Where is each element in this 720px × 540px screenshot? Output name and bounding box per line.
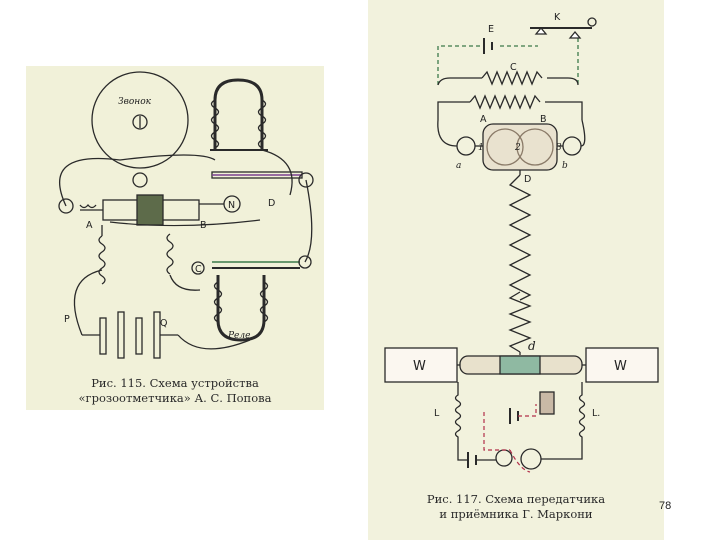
marconi-figure-panel	[368, 0, 664, 540]
label-b: b	[562, 161, 568, 171]
label-W-left: W	[413, 359, 426, 374]
label-L-left: L	[434, 408, 440, 419]
label-C: C	[195, 264, 202, 275]
label-a: a	[456, 161, 461, 171]
bell-button	[132, 114, 148, 130]
coil-L-left	[454, 382, 462, 450]
terminal-C	[191, 261, 205, 275]
W-left-box	[384, 347, 458, 383]
secondary-coil	[469, 94, 541, 110]
coil-A	[98, 235, 106, 285]
label-D: D	[268, 198, 275, 209]
label-B: B	[200, 220, 207, 231]
upper-magnet-core	[213, 78, 264, 150]
left-caption-line1: Рис. 115. Схема устройства	[91, 376, 259, 390]
label-1: 1	[478, 143, 484, 153]
popov-figure-panel	[26, 66, 324, 410]
label-E: E	[488, 24, 494, 35]
right-caption-line2: и приёмника Г. Маркони	[439, 507, 593, 521]
label-Q: Q	[160, 318, 167, 329]
label-3: 3	[556, 143, 562, 153]
coil-C	[481, 70, 543, 86]
label-L-right: L.	[592, 408, 600, 419]
right-caption-line1: Рис. 117. Схема передатчика	[426, 492, 606, 506]
antenna-d	[508, 291, 532, 353]
antenna-D	[508, 174, 532, 301]
left-caption: Рис. 115. Схема устройства «грозоотметчи…	[26, 376, 324, 406]
coil-B	[166, 233, 174, 275]
label-P: P	[64, 314, 70, 325]
coil-L-right	[578, 382, 586, 450]
relay-magnet-core	[216, 275, 266, 342]
relay-label: Реле	[227, 331, 250, 341]
bell-label: Звонок	[118, 97, 152, 107]
label-B-right: B	[540, 114, 547, 125]
label-A: A	[86, 220, 93, 231]
label-A-right: A	[480, 114, 487, 125]
label-W-right: W	[614, 359, 627, 374]
label-2: 2	[514, 143, 521, 153]
battery-cell	[99, 317, 107, 355]
label-C-right: C	[510, 62, 517, 73]
tapper	[539, 391, 555, 415]
label-N: N	[228, 200, 235, 211]
label-D-right: D	[524, 174, 531, 185]
label-K: K	[554, 12, 561, 23]
slide-number: 78	[659, 500, 672, 512]
right-caption: Рис. 117. Схема передатчика и приёмника …	[368, 492, 664, 522]
label-d: d	[528, 339, 536, 353]
bell-circle	[91, 71, 189, 169]
receiver-indicator	[520, 448, 542, 470]
left-caption-line2: «грозоотметчика» А. С. Попова	[78, 391, 272, 405]
